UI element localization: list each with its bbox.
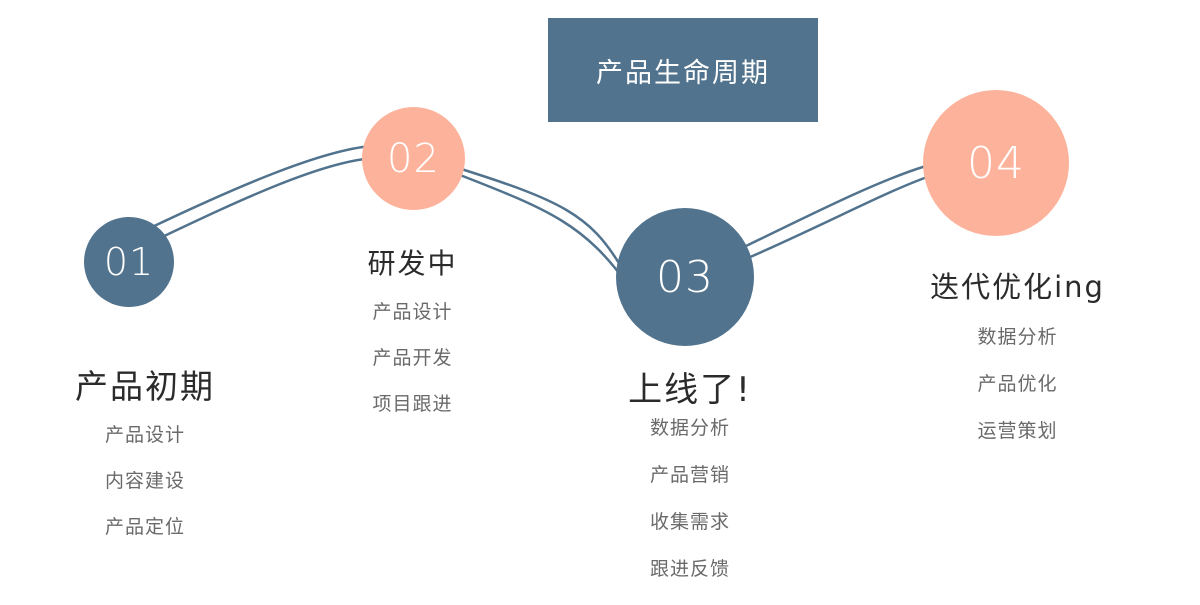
- stage-01-item: 产品设计: [104, 424, 185, 446]
- connector-03-04-b: [746, 174, 932, 260]
- stage-02-block: 研发中 产品设计 产品开发 项目跟进: [315, 242, 510, 437]
- stage-03-circle: 03: [616, 208, 754, 346]
- connector-02-03-b: [458, 173, 630, 287]
- connector-03-04-a: [740, 164, 928, 250]
- stage-01-block: 产品初期 产品设计 内容建设 产品定位: [50, 360, 240, 560]
- stage-01-title: 产品初期: [75, 367, 215, 406]
- stage-04-item: 产品优化: [977, 373, 1058, 395]
- stage-02-circle: 02: [362, 107, 465, 210]
- stage-01-item: 内容建设: [104, 470, 185, 492]
- diagram-title-box: 产品生命周期: [548, 18, 818, 122]
- stage-02-title: 研发中: [367, 247, 458, 280]
- connector-01-02-b: [158, 156, 378, 240]
- stage-04-number: 04: [967, 137, 1025, 189]
- stage-01-item: 产品定位: [104, 516, 185, 538]
- diagram-title: 产品生命周期: [596, 57, 770, 89]
- stage-04-title: 迭代优化ing: [930, 270, 1105, 304]
- stage-02-item: 产品设计: [372, 301, 453, 323]
- stage-03-item-list: 数据分析 产品营销 收集需求 跟进反馈: [590, 415, 790, 603]
- stage-04-circle: 04: [923, 90, 1069, 236]
- connector-01-02-a: [148, 144, 374, 230]
- stage-03-item: 跟进反馈: [649, 558, 730, 580]
- stage-01-item-list: 产品设计 内容建设 产品定位: [50, 422, 240, 560]
- stage-01-circle: 01: [84, 217, 174, 307]
- stage-02-number: 02: [387, 135, 440, 182]
- stage-03-item: 收集需求: [649, 511, 730, 533]
- stage-02-item: 项目跟进: [372, 393, 453, 415]
- stage-02-item: 产品开发: [372, 347, 453, 369]
- stage-04-block: 迭代优化ing 数据分析 产品优化 运营策划: [905, 264, 1130, 465]
- stage-03-item: 数据分析: [649, 417, 730, 439]
- stage-01-number: 01: [103, 240, 155, 284]
- stage-02-item-list: 产品设计 产品开发 项目跟进: [315, 299, 510, 437]
- stage-04-item: 运营策划: [977, 420, 1058, 442]
- stage-03-item: 产品营销: [649, 464, 730, 486]
- connector-02-03-a: [456, 166, 622, 267]
- stage-03-title: 上线了!: [628, 370, 752, 410]
- stage-04-item: 数据分析: [977, 326, 1058, 348]
- stage-03-number: 03: [656, 251, 714, 303]
- stage-04-item-list: 数据分析 产品优化 运营策划: [905, 324, 1130, 465]
- stage-03-block: 上线了! 数据分析 产品营销 收集需求 跟进反馈: [590, 362, 790, 603]
